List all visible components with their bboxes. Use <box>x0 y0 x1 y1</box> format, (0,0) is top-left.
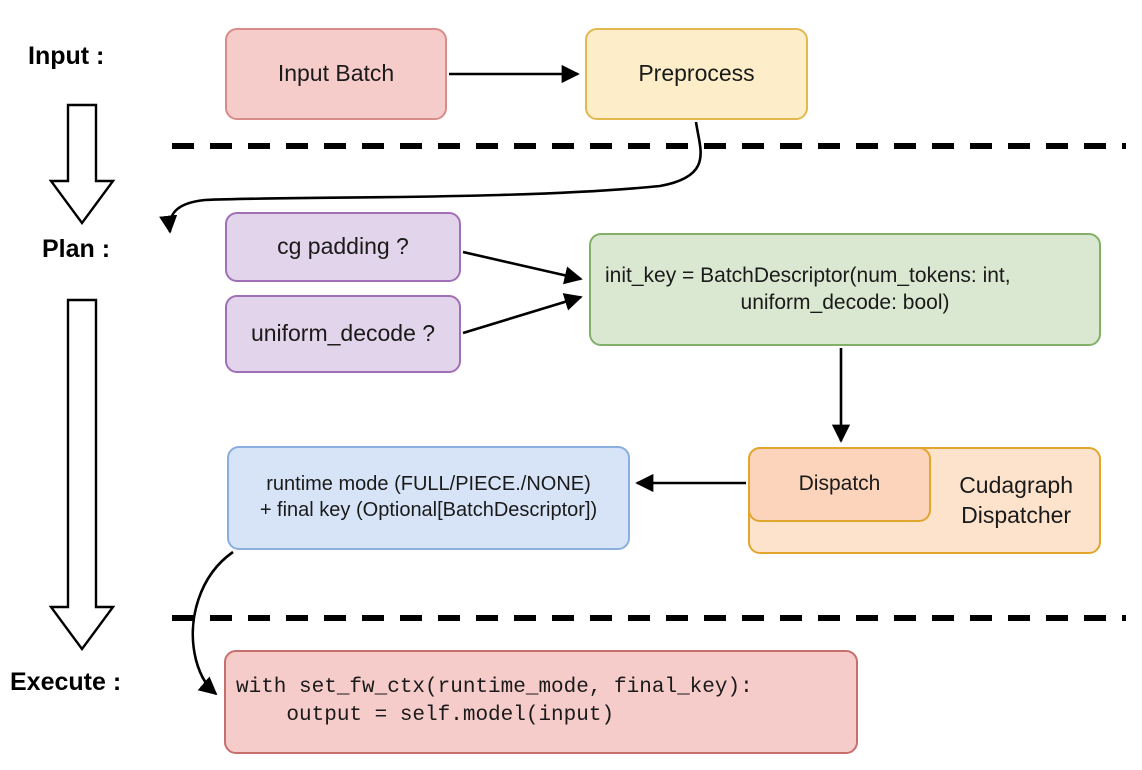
edge-cg-padding-to-init-key <box>462 250 583 285</box>
node-execute-code-line1: with set_fw_ctx(runtime_mode, final_key)… <box>236 675 753 699</box>
node-runtime-mode-line1: runtime mode (FULL/PIECE./NONE) <box>266 473 591 496</box>
edge-uniform-decode-to-init-key <box>462 293 583 335</box>
node-init-key[interactable]: init_key = BatchDescriptor(num_tokens: i… <box>589 233 1101 346</box>
plan-to-execute-big-arrow <box>48 298 116 652</box>
node-init-key-text: init_key = BatchDescriptor(num_tokens: i… <box>605 263 1085 317</box>
node-init-key-line1: init_key = BatchDescriptor(num_tokens: i… <box>605 263 1011 287</box>
node-runtime-mode-text: runtime mode (FULL/PIECE./NONE) + final … <box>237 472 620 523</box>
stage-label-plan: Plan : <box>42 235 111 263</box>
node-init-key-line2: uniform_decode: bool) <box>740 290 950 314</box>
edge-preprocess-to-cg-padding <box>159 121 702 234</box>
node-cudagraph-dispatcher-line2: Dispatcher <box>961 501 1072 528</box>
node-execute-code-line2: output = self.model(input) <box>236 704 615 727</box>
node-preprocess[interactable]: Preprocess <box>585 28 808 120</box>
node-preprocess-label: Preprocess <box>638 60 755 87</box>
input-to-plan-big-arrow <box>48 103 116 226</box>
stage-label-input: Input : <box>28 42 105 70</box>
node-cg-padding-label: cg padding ? <box>277 233 409 260</box>
node-runtime-mode-line2: + final key (Optional[BatchDescriptor]) <box>259 499 598 521</box>
node-runtime-mode[interactable]: runtime mode (FULL/PIECE./NONE) + final … <box>227 446 630 550</box>
node-uniform-decode[interactable]: uniform_decode ? <box>225 295 461 373</box>
node-dispatch[interactable]: Dispatch <box>748 447 931 522</box>
edge-runtime-mode-to-execute-code <box>191 550 234 696</box>
node-execute-code[interactable]: with set_fw_ctx(runtime_mode, final_key)… <box>224 650 858 754</box>
node-input-batch[interactable]: Input Batch <box>225 28 447 120</box>
stage-label-execute: Execute : <box>10 668 122 696</box>
node-cudagraph-dispatcher-text: Cudagraph Dispatcher <box>959 471 1073 530</box>
node-input-batch-label: Input Batch <box>277 60 395 87</box>
node-cg-padding[interactable]: cg padding ? <box>225 212 461 282</box>
node-dispatch-label: Dispatch <box>798 472 881 496</box>
node-uniform-decode-label: uniform_decode ? <box>250 320 436 347</box>
node-cudagraph-dispatcher-line1: Cudagraph <box>959 472 1073 499</box>
node-execute-code-text: with set_fw_ctx(runtime_mode, final_key)… <box>236 674 753 731</box>
